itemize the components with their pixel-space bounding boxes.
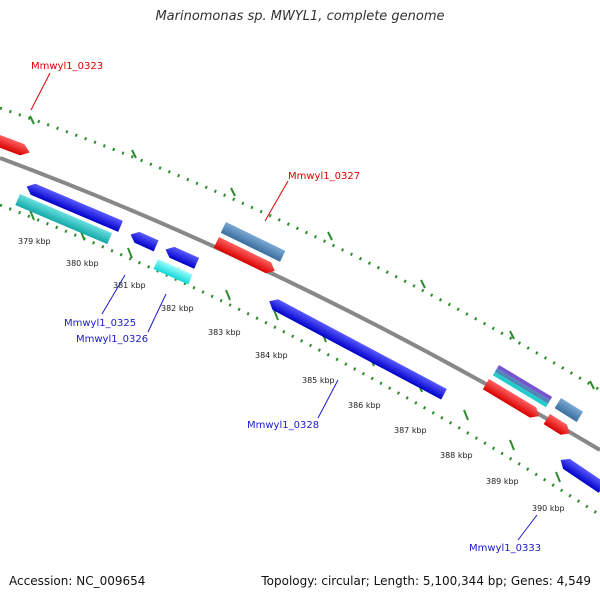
ruler-labels: 379 kbp 380 kbp 381 kbp 382 kbp 383 kbp …: [18, 237, 565, 513]
inner-ruler-ticks: [29, 209, 561, 483]
gene-red-4[interactable]: [482, 379, 542, 421]
map-title: Marinomonas sp. MWYL1, complete genome: [155, 9, 445, 24]
ruler-label-386: 386 kbp: [348, 401, 381, 410]
ruler-label-383: 383 kbp: [208, 328, 241, 337]
gene-blue-0328[interactable]: [266, 296, 447, 400]
gene-steel-0327[interactable]: [220, 222, 286, 262]
inner-ruler-line: [0, 203, 600, 517]
gene-labels: Mmwyl1_0323 Mmwyl1_0327 Mmwyl1_0325 Mmwy…: [31, 61, 541, 554]
ruler-label-381: 381 kbp: [113, 281, 146, 290]
outer-ruler-line: [0, 106, 600, 392]
label-leaders: [30, 72, 538, 541]
ruler-label-385: 385 kbp: [302, 376, 335, 385]
gene-label-0327[interactable]: Mmwyl1_0327: [288, 171, 360, 182]
gene-label-0325[interactable]: Mmwyl1_0325: [64, 318, 136, 329]
gene-red-0327[interactable]: [213, 237, 278, 276]
gene-purple-stack[interactable]: [492, 365, 553, 408]
gene-red-0323[interactable]: [0, 131, 32, 158]
ruler-label-388: 388 kbp: [440, 451, 473, 460]
ruler-label-387: 387 kbp: [394, 426, 427, 435]
gene-red-5[interactable]: [543, 414, 573, 438]
genome-backbone: [0, 156, 600, 452]
accession-text: Accession: NC_009654: [9, 574, 146, 588]
gene-label-0323[interactable]: Mmwyl1_0323: [31, 61, 103, 72]
outer-ruler-ticks: [29, 115, 595, 390]
ruler-label-384: 384 kbp: [255, 351, 288, 360]
ruler-label-390: 390 kbp: [532, 504, 565, 513]
gene-steel-2[interactable]: [554, 398, 584, 422]
gene-cyan-0326[interactable]: [153, 259, 193, 285]
gene-teal-1[interactable]: [15, 194, 113, 245]
gene-blue-2[interactable]: [128, 229, 159, 252]
ruler-label-379: 379 kbp: [18, 237, 51, 246]
genome-summary-text: Topology: circular; Length: 5,100,344 bp…: [261, 574, 591, 588]
ruler-label-382: 382 kbp: [161, 304, 194, 313]
gene-blue-3[interactable]: [163, 244, 200, 269]
gene-blue-1[interactable]: [24, 181, 123, 232]
ruler-label-389: 389 kbp: [486, 477, 519, 486]
gene-label-0333[interactable]: Mmwyl1_0333: [469, 543, 541, 554]
gene-label-0328[interactable]: Mmwyl1_0328: [247, 420, 319, 431]
gene-blue-0333[interactable]: [557, 455, 600, 493]
ruler-label-380: 380 kbp: [66, 259, 99, 268]
gene-label-0326[interactable]: Mmwyl1_0326: [76, 334, 148, 345]
